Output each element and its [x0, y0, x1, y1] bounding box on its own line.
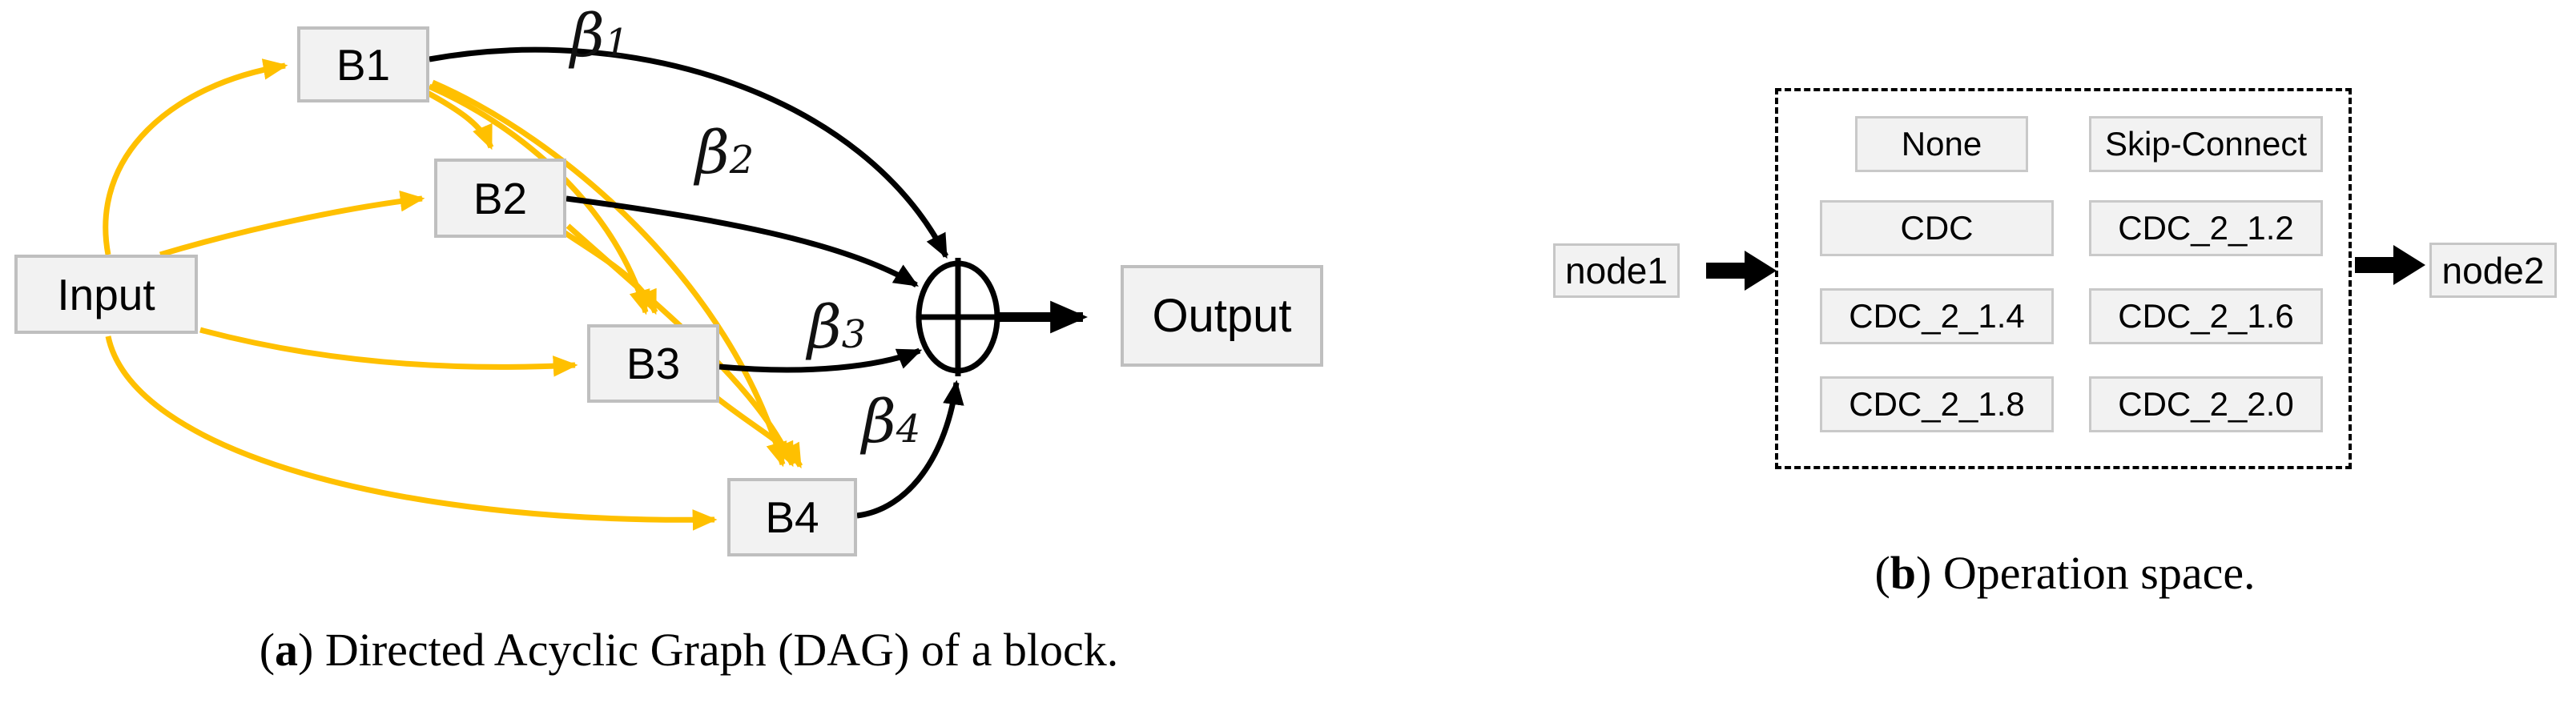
caption-a-tag: a	[275, 624, 299, 676]
node2-label: node2	[2441, 249, 2545, 291]
edge-input-b4	[105, 335, 718, 531]
edge-label-beta3: β3	[807, 293, 867, 362]
caption-b-tag: b	[1890, 547, 1917, 599]
edge-b1-b2	[425, 89, 494, 151]
node-input: Input	[14, 255, 198, 334]
edge-b2-sum	[566, 195, 919, 287]
edge-input-b2	[159, 190, 425, 258]
operation-space-box	[1775, 88, 2352, 469]
node-b1-label: B1	[336, 39, 391, 90]
node1-box: node1	[1553, 243, 1680, 298]
node-b1: B1	[297, 26, 429, 102]
node-b3-label: B3	[626, 339, 681, 388]
edge-label-beta2: β2	[695, 118, 755, 187]
op-cdc-2-1-2: CDC_2_1.2	[2089, 200, 2323, 256]
node-output: Output	[1121, 265, 1323, 367]
node-b3: B3	[587, 324, 719, 403]
edge-b1-sum	[429, 46, 949, 259]
node-output-label: Output	[1152, 290, 1292, 342]
node-b2: B2	[434, 159, 566, 238]
op-cdc-2-2-0: CDC_2_2.0	[2089, 376, 2323, 432]
node2-box: node2	[2429, 243, 2557, 298]
op-cdc: CDC	[1820, 200, 2054, 256]
node-b4-label: B4	[765, 492, 819, 542]
edge-b4-sum	[856, 380, 964, 519]
edge-label-beta1: β1	[570, 2, 630, 70]
op-cdc-2-1-8: CDC_2_1.8	[1820, 376, 2054, 432]
node-b2-label: B2	[473, 173, 528, 223]
caption-panel-b: (b) Operation space.	[1874, 547, 2256, 599]
beta3-subscript: 3	[841, 312, 867, 357]
op-cdc-2-1-6: CDC_2_1.6	[2089, 288, 2323, 344]
edge-label-beta4: β4	[862, 388, 921, 456]
beta4-subscript: 4	[896, 407, 921, 452]
edge-input-b3	[199, 327, 578, 377]
edge-b3-b4	[714, 396, 803, 469]
edge-input-b1	[103, 58, 288, 255]
op-cdc-2-1-4: CDC_2_1.4	[1820, 288, 2054, 344]
block-arrow-node1-opspace	[1706, 251, 1777, 291]
beta1-subscript: 1	[604, 21, 630, 66]
node-b4: B4	[727, 478, 857, 556]
block-arrow-opspace-node2	[2355, 245, 2425, 285]
op-none: None	[1855, 116, 2028, 172]
op-skip-connect: Skip-Connect	[2089, 116, 2323, 172]
edge-b3-sum	[718, 347, 923, 373]
node-input-label: Input	[57, 269, 155, 319]
beta2-subscript: 2	[729, 138, 755, 183]
node1-label: node1	[1565, 250, 1668, 291]
caption-panel-a: (a) Directed Acyclic Graph (DAG) of a bl…	[259, 624, 1119, 676]
edge-b1-b4	[431, 79, 787, 468]
